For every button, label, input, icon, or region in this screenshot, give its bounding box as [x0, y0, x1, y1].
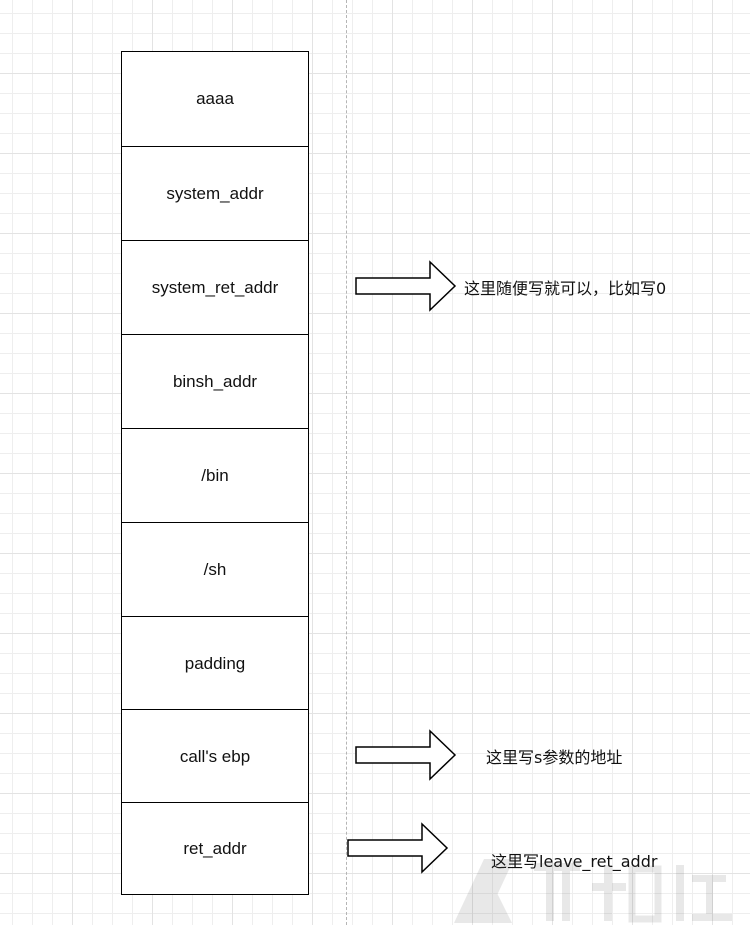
stack-cell-label: /sh — [203, 559, 227, 579]
right-arrow-icon — [347, 822, 449, 874]
ret-addr-note: 这里写leave_ret_addr — [491, 852, 658, 871]
stack-cell-padding: padding — [122, 616, 308, 710]
stack-cell-label: system_ret_addr — [151, 277, 279, 297]
stack-cell-aaaa: aaaa — [122, 52, 308, 146]
stack-cell-label: padding — [184, 653, 246, 673]
stack-cell-sh: /sh — [122, 522, 308, 616]
stack-cell-label: ret_addr — [183, 838, 247, 858]
stack-cell-label: system_addr — [166, 183, 264, 203]
page-boundary-guide — [346, 0, 347, 925]
stack-cell-binsh-addr: binsh_addr — [122, 334, 308, 428]
calls-ebp-note: 这里写s参数的地址 — [486, 748, 623, 767]
stack-cell-label: binsh_addr — [172, 371, 258, 391]
stack-cell-label: aaaa — [196, 89, 234, 108]
right-arrow-icon — [355, 260, 457, 312]
stack-cell-label: call's ebp — [179, 746, 251, 766]
stack-cell-bin: /bin — [122, 428, 308, 522]
system-ret-addr-note: 这里随便写就可以，比如写0 — [464, 279, 667, 298]
stack-cell-system-addr: system_addr — [122, 146, 308, 240]
watermark-logo — [454, 859, 732, 923]
right-arrow-icon — [355, 729, 457, 781]
stack-cell-system-ret-addr: system_ret_addr — [122, 240, 308, 334]
stack-cell-ret-addr: ret_addr — [122, 802, 308, 894]
stack-cell-calls-ebp: call's ebp — [122, 709, 308, 803]
stack-frame: aaaa system_addr system_ret_addr binsh_a… — [121, 51, 309, 895]
stack-cell-label: /bin — [201, 465, 229, 485]
